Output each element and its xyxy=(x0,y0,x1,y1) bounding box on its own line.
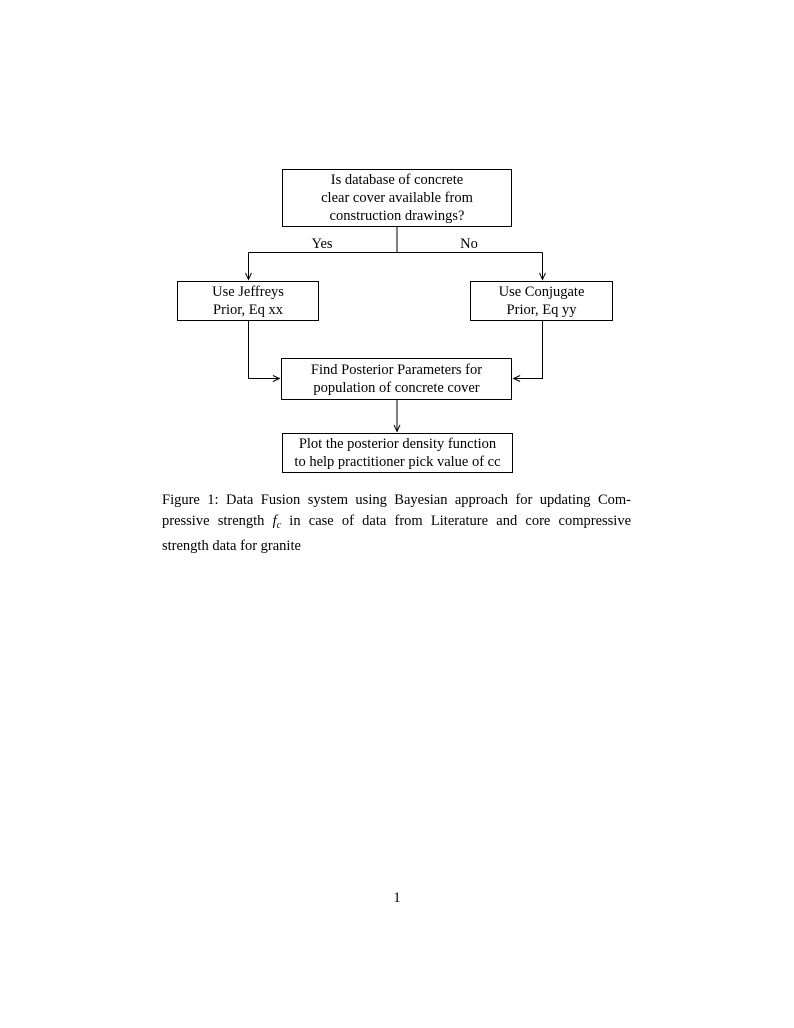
node-decision: Is database of concrete clear cover avai… xyxy=(282,169,512,227)
caption-line-3: strength data for granite xyxy=(162,538,301,554)
node-conjugate-line: Use Conjugate xyxy=(498,284,585,300)
node-plot-line: to help practitioner pick value of cc xyxy=(294,454,501,470)
node-jeffreys-line: Prior, Eq xx xyxy=(213,302,283,318)
node-posterior-parameters: Find Posterior Parameters for population… xyxy=(281,358,512,400)
caption-text: pressive strength xyxy=(162,513,273,529)
connector-conjugate-to-posterior xyxy=(512,321,543,382)
math-fc-subscript: c xyxy=(276,520,282,531)
node-decision-line: Is database of concrete xyxy=(330,172,464,188)
caption-line-1: Figure 1: Data Fusion system using Bayes… xyxy=(162,492,631,508)
caption-line-2: pressive strength fc in case of data fro… xyxy=(162,511,631,536)
node-decision-line: clear cover available from xyxy=(321,190,473,206)
node-conjugate-prior: Use Conjugate Prior, Eq yy xyxy=(470,281,613,321)
node-decision-line: construction drawings? xyxy=(329,208,465,224)
edge-label-yes: Yes xyxy=(311,236,333,252)
node-conjugate-line: Prior, Eq yy xyxy=(506,302,577,318)
connector-jeffreys-to-posterior xyxy=(248,321,281,382)
edge-label-no: No xyxy=(460,236,478,252)
node-jeffreys-prior: Use Jeffreys Prior, Eq xx xyxy=(177,281,319,321)
math-fc-symbol: f xyxy=(272,513,277,529)
node-jeffreys-line: Use Jeffreys xyxy=(212,284,284,300)
node-plot-line: Plot the posterior density function xyxy=(298,436,497,452)
node-plot-density: Plot the posterior density function to h… xyxy=(282,433,513,473)
caption-text: in case of data from Literature and core… xyxy=(281,513,632,529)
page-number: 1 xyxy=(393,890,401,906)
node-posterior-line: Find Posterior Parameters for xyxy=(310,362,483,378)
node-posterior-line: population of concrete cover xyxy=(313,380,480,396)
figure-caption: Figure 1: Data Fusion system using Bayes… xyxy=(162,490,631,557)
